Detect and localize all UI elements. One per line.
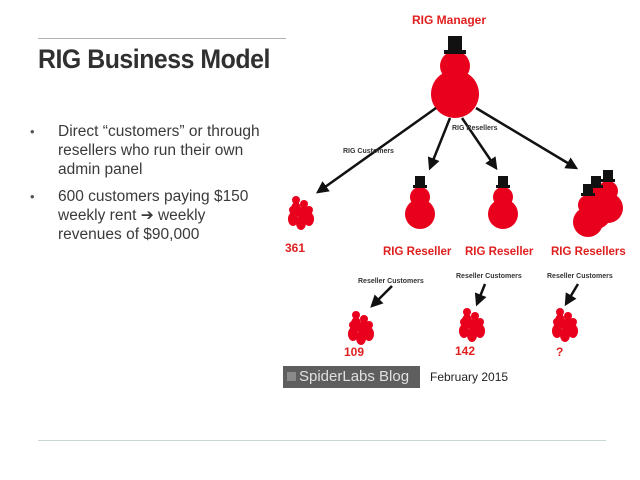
manager-edges (315, 106, 579, 194)
edge-to-reseller-2 (460, 117, 498, 171)
resellers-customers-icon (552, 308, 578, 342)
reseller-2-label: RIG Reseller (465, 246, 534, 258)
edge-label-reseller-1: Reseller Customers (358, 278, 424, 285)
edge-to-customers (315, 106, 437, 194)
resellers-label: RIG Resellers (551, 246, 626, 258)
manager-label: RIG Manager (412, 13, 486, 27)
square-icon (287, 372, 296, 381)
bullet-item: • Direct “customers” or through reseller… (30, 122, 270, 179)
direct-customers-icon (288, 196, 314, 230)
edge-to-resellers (475, 106, 579, 170)
edge-reseller-1-customers (370, 285, 393, 308)
edge-reseller-2-customers (474, 283, 487, 307)
bullet-text: Direct “customers” or through resellers … (58, 123, 260, 178)
reseller-edges (370, 283, 580, 308)
bullet-marker: • (30, 124, 35, 139)
reseller-2-customers-icon (459, 308, 485, 342)
resellers-customers-count: ? (556, 345, 563, 359)
edge-label-resellers: RIG Resellers (452, 125, 498, 132)
edge-label-resellers: Reseller Customers (547, 273, 613, 280)
edge-to-reseller-1 (427, 117, 452, 171)
bullet-marker: • (30, 189, 35, 204)
reseller-1-label: RIG Reseller (383, 246, 452, 258)
edge-resellers-customers (564, 283, 580, 307)
edge-label-customers: RIG Customers (343, 148, 394, 155)
caption-date: February 2015 (430, 370, 509, 384)
resellers-group-icon (573, 170, 623, 237)
title-top-rule (38, 38, 286, 39)
edge-label-reseller-2: Reseller Customers (456, 273, 522, 280)
bullet-list: • Direct “customers” or through reseller… (30, 122, 270, 252)
reseller-1-icon (405, 176, 435, 229)
blog-caption: SpiderLabs Blog (283, 366, 420, 388)
slide-title: RIG Business Model (38, 44, 270, 74)
reseller-1-customers-count: 109 (344, 345, 364, 359)
blog-name: SpiderLabs Blog (299, 368, 410, 385)
manager-icon (431, 36, 479, 118)
direct-customers-count: 361 (285, 241, 305, 255)
bottom-rule (38, 440, 606, 441)
reseller-2-customers-count: 142 (455, 344, 475, 358)
bullet-text: 600 customers paying $150 weekly rent ➔ … (58, 188, 249, 243)
bullet-item: • 600 customers paying $150 weekly rent … (30, 187, 270, 244)
reseller-2-icon (488, 176, 518, 229)
reseller-1-customers-icon (348, 311, 374, 345)
